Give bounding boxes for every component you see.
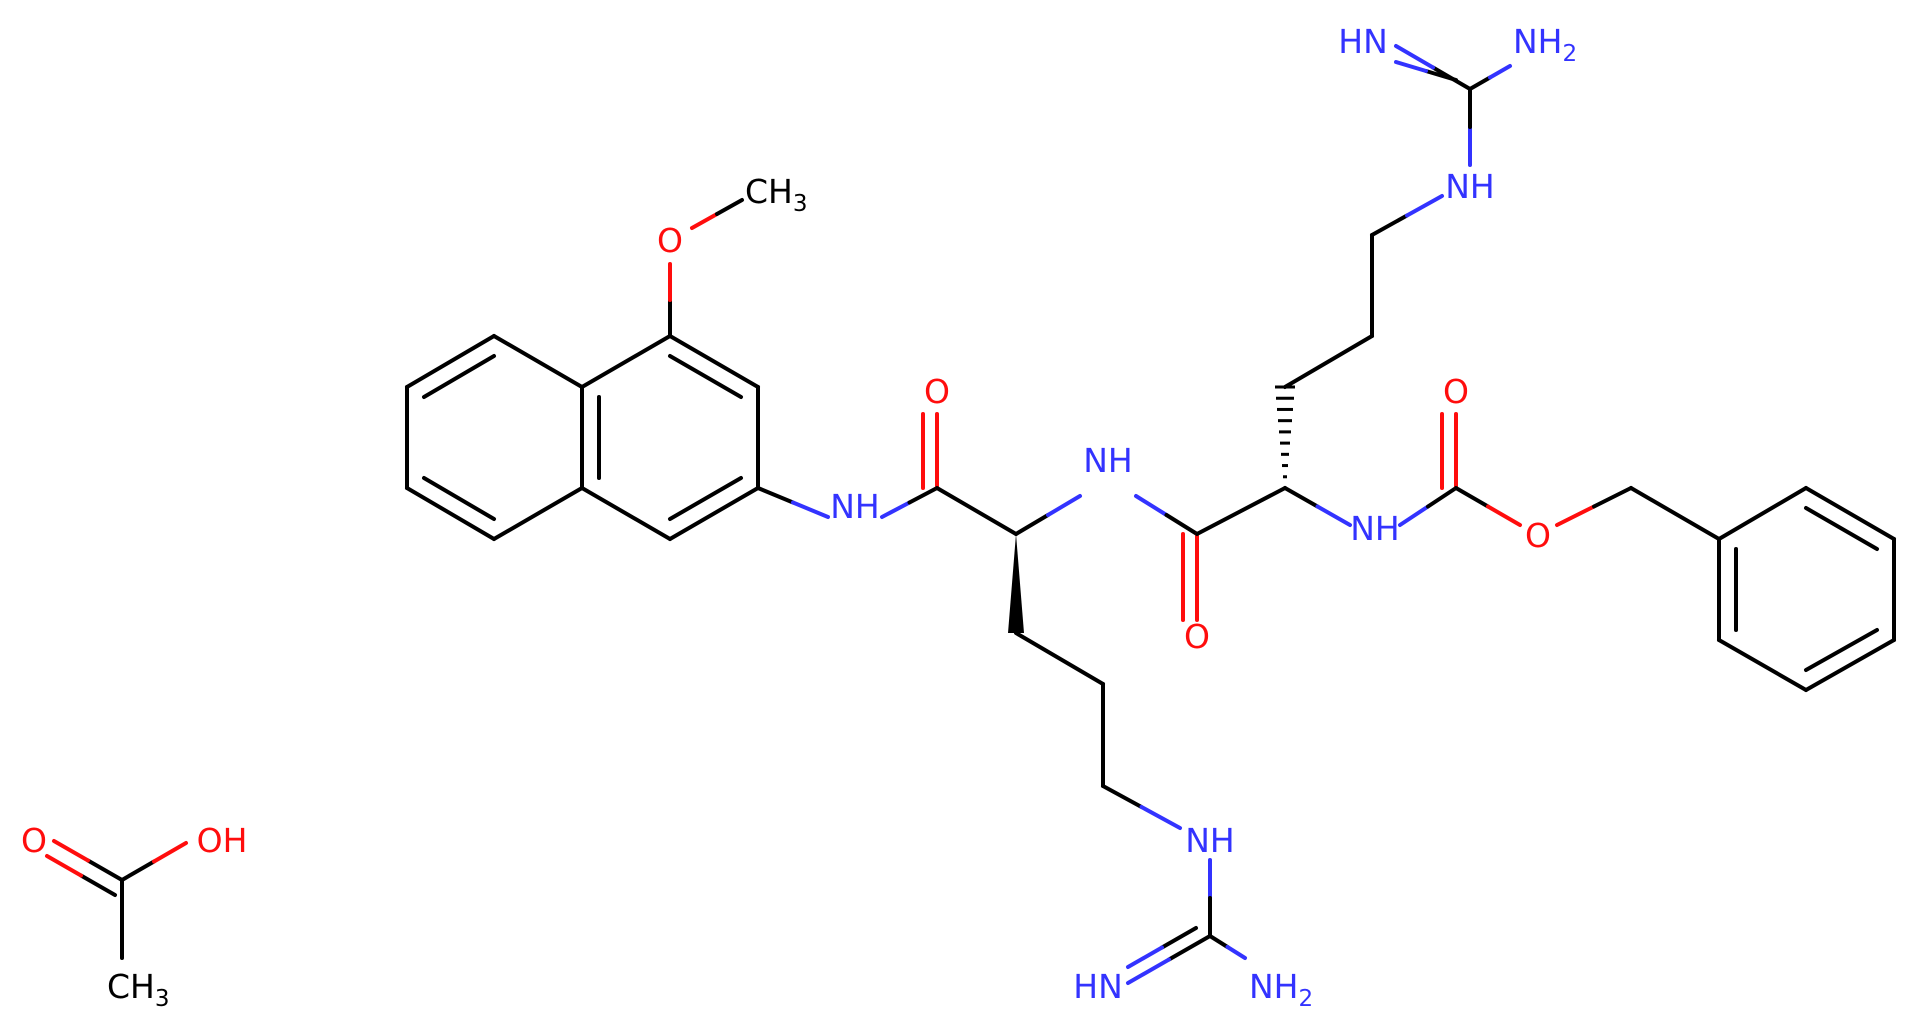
side-chain-guanidine-bond (1405, 194, 1444, 218)
naphthalene-inner-double-bond (668, 476, 743, 521)
amide2-alpha-bond (1195, 486, 1287, 536)
carbamate-carbonyl-bond (1398, 504, 1430, 527)
naphthalene-inner-double-bond (422, 354, 496, 399)
acetic-acid-methyl-subscript: 3 (155, 986, 170, 1012)
naphthalene-ring-a-bond (580, 486, 672, 541)
methoxy-methyl-text: CH (745, 172, 793, 211)
methoxy-methyl-bond (690, 212, 719, 230)
guanidine2-amine-text: NH (1249, 967, 1299, 1006)
methoxy-methyl-label: CH3 (745, 172, 808, 217)
guanidine2-amine-subscript: 2 (1299, 986, 1314, 1012)
carbamate-carbonyl-bond (1426, 486, 1458, 509)
guanidine1-amine-bond (1488, 64, 1512, 80)
stereo-wedge-bond (1008, 534, 1024, 633)
naphthalene-ring-a-bond (580, 334, 672, 389)
guanidine2-amine-bond (1225, 945, 1247, 960)
amide1-alpha-bond (935, 486, 1018, 536)
naphthalene-ring-b-bond (405, 486, 496, 541)
guanidine2-imine-double-bond (1160, 926, 1198, 950)
carbamate-ester-bond (1454, 486, 1490, 509)
guanidine2-imine-label: HN (1073, 967, 1123, 1006)
guanidine2-imine-bond (1167, 934, 1212, 962)
anilide-carbonyl-bond (907, 486, 939, 505)
acetic-acid-hydroxyl-label: OH (197, 821, 248, 860)
naphthalene-inner-double-bond (422, 476, 496, 521)
guanidine1-imine-double-bond (1424, 69, 1458, 82)
benzene-ring-bond (1717, 486, 1808, 541)
acetic-acid-co-double-bond (79, 873, 117, 897)
carbamate-ester-oxygen-label: O (1525, 516, 1551, 555)
side-chain-guanidine-bond (1101, 784, 1144, 809)
naphthalene-ring-b-bond (492, 486, 584, 541)
guanidine2-link-nh-label: NH (1185, 821, 1235, 860)
amide2-n-bond (1046, 494, 1082, 517)
benzene-ring-bond (1804, 638, 1896, 692)
guanidine1-amine-text: NH (1513, 22, 1563, 61)
amide2-carbonyl-bond (1134, 494, 1169, 517)
benzene-ring-bond (1804, 486, 1896, 541)
benzyl-ester-bond (1555, 504, 1596, 527)
side-chain-bond (1283, 334, 1374, 389)
side-chain-guanidine-bond (1370, 213, 1409, 237)
guanidine1-imine-bond (1394, 44, 1435, 70)
anilide-n-bond (791, 500, 830, 519)
amide2-oxygen-label: O (1184, 617, 1210, 656)
amide2-nh-label: NH (1083, 441, 1133, 480)
side-chain-guanidine-bond (1139, 805, 1182, 830)
anilide-carbonyl-bond (880, 500, 912, 519)
acetic-acid-oh-bond (152, 841, 188, 864)
guanidine1-amine-label: NH2 (1513, 22, 1577, 67)
naphthalene-ring-b-bond (405, 334, 496, 389)
guanidine1-amine-subscript: 2 (1563, 41, 1578, 67)
atom-label-layer: O CH3 NH O NH O NH O O HN NH2 NH NH HN N… (21, 22, 1577, 1012)
guanidine1-link-nh-label: NH (1445, 167, 1495, 206)
carbamate-carbonyl-oxygen-label: O (1443, 372, 1469, 411)
benzene-inner-double-bond (1804, 628, 1879, 672)
guanidine2-amine-label: NH2 (1249, 967, 1313, 1012)
amide2-n-bond (1014, 513, 1050, 536)
amide1-oxygen-label: O (924, 372, 950, 411)
methoxy-methyl-subscript: 3 (793, 191, 808, 217)
carbamate-nh-label: NH (1350, 509, 1400, 548)
guanidine2-imine-double-bond (1126, 945, 1164, 969)
anilide-nh-label: NH (830, 487, 880, 526)
guanidine2-imine-bond (1126, 957, 1171, 985)
amide2-carbonyl-bond (1164, 513, 1199, 536)
benzene-inner-double-bond (1804, 506, 1879, 551)
methoxy-oxygen-label: O (657, 221, 683, 260)
carbamate-n-bond (1315, 504, 1352, 527)
acetic-acid-methyl-label: CH3 (107, 967, 170, 1012)
carbamate-n-bond (1283, 486, 1320, 509)
acetic-acid-methyl-text: CH (107, 967, 155, 1006)
guanidine2-amine-bond (1208, 934, 1230, 949)
stereo-bond-layer (1008, 385, 1295, 633)
naphthalene-ring-b-bond (492, 334, 584, 389)
anilide-n-bond (756, 486, 795, 505)
bond-layer (45, 44, 1896, 985)
guanidine1-imine-label: HN (1338, 22, 1388, 61)
methoxy-methyl-bond (715, 198, 744, 216)
naphthalene-ring-a-bond (668, 486, 760, 541)
carbamate-ester-bond (1486, 504, 1522, 527)
benzyl-ester-bond (1592, 486, 1633, 509)
side-chain-bond (1014, 631, 1105, 686)
naphthalene-inner-double-bond (668, 354, 743, 399)
benzene-ring-bond (1717, 638, 1808, 692)
acetic-acid-co-double-bond (45, 854, 83, 878)
guanidine1-amine-bond (1468, 75, 1492, 91)
acetic-acid-oh-bond (120, 859, 156, 882)
acetic-acid-co-bond (86, 858, 124, 882)
acetic-acid-co-bond (52, 839, 90, 863)
guanidine1-imine-double-bond (1394, 60, 1428, 73)
acetic-acid-carbonyl-oxygen-label: O (21, 821, 47, 860)
naphthalene-ring-a-bond (668, 334, 760, 389)
benzyl-ch2-bond (1629, 486, 1721, 541)
